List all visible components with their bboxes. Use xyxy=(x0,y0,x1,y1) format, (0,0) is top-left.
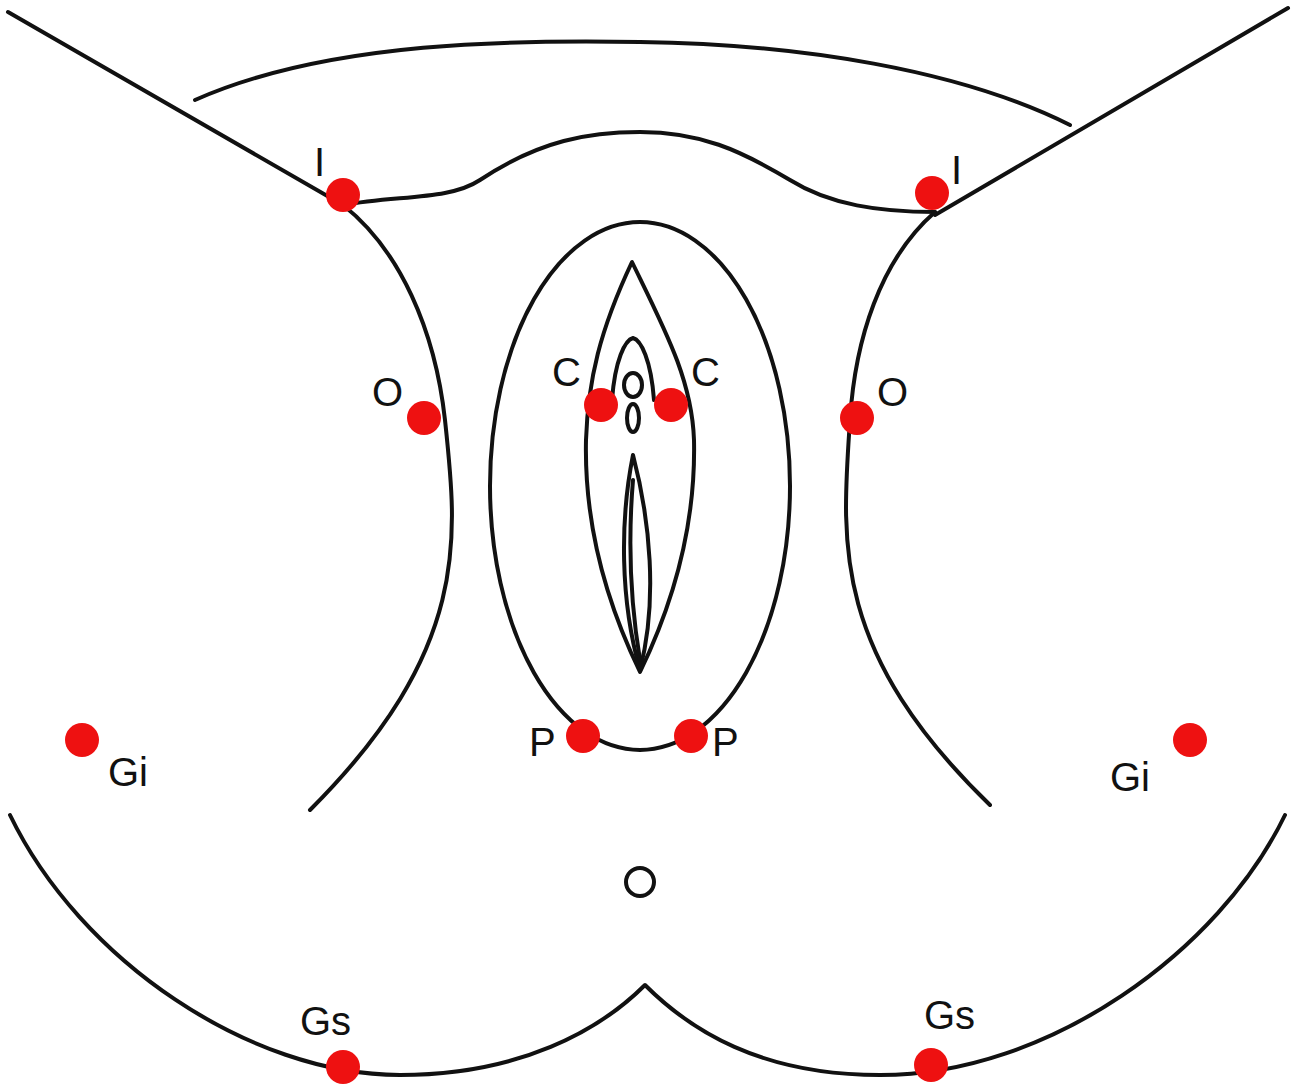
landmark-dot xyxy=(65,723,99,757)
landmark-dot xyxy=(566,719,600,753)
landmark-label: Gi xyxy=(1110,757,1150,797)
landmark-label: Gi xyxy=(108,752,148,792)
landmark-label: I xyxy=(314,142,325,182)
landmark-dot xyxy=(326,178,360,212)
landmark-dot xyxy=(674,719,708,753)
thigh-line xyxy=(310,205,452,810)
landmark-dot xyxy=(1173,723,1207,757)
landmark-label: Gs xyxy=(300,1001,351,1041)
anus xyxy=(626,868,654,896)
landmark-label: C xyxy=(552,352,581,392)
landmark-label: Gs xyxy=(924,995,975,1035)
landmark-label: O xyxy=(372,372,403,412)
landmark-dots xyxy=(65,176,1207,1084)
pubic-band xyxy=(195,41,1070,125)
labia-majora xyxy=(490,222,790,750)
clitoris xyxy=(624,373,642,397)
thigh-line xyxy=(846,212,990,805)
vaginal-opening xyxy=(624,455,650,670)
buttocks-outline xyxy=(10,815,1285,1075)
landmark-label: C xyxy=(691,352,720,392)
landmark-dot xyxy=(654,388,688,422)
clitoral-hood xyxy=(612,338,654,400)
vaginal-opening xyxy=(630,480,640,660)
labia-minora xyxy=(586,262,694,672)
groin-line xyxy=(8,12,343,205)
landmark-dot xyxy=(914,1048,948,1082)
landmark-dot xyxy=(407,401,441,435)
landmark-dot xyxy=(326,1050,360,1084)
mons-edge xyxy=(343,132,935,212)
landmark-label: O xyxy=(877,372,908,412)
landmark-label: I xyxy=(951,150,962,190)
landmark-label: P xyxy=(529,722,556,762)
groin-line xyxy=(935,8,1288,215)
landmark-dot xyxy=(915,176,949,210)
landmark-dot xyxy=(584,388,618,422)
urethra xyxy=(627,404,639,432)
landmark-label: P xyxy=(712,722,739,762)
landmark-dot xyxy=(840,401,874,435)
